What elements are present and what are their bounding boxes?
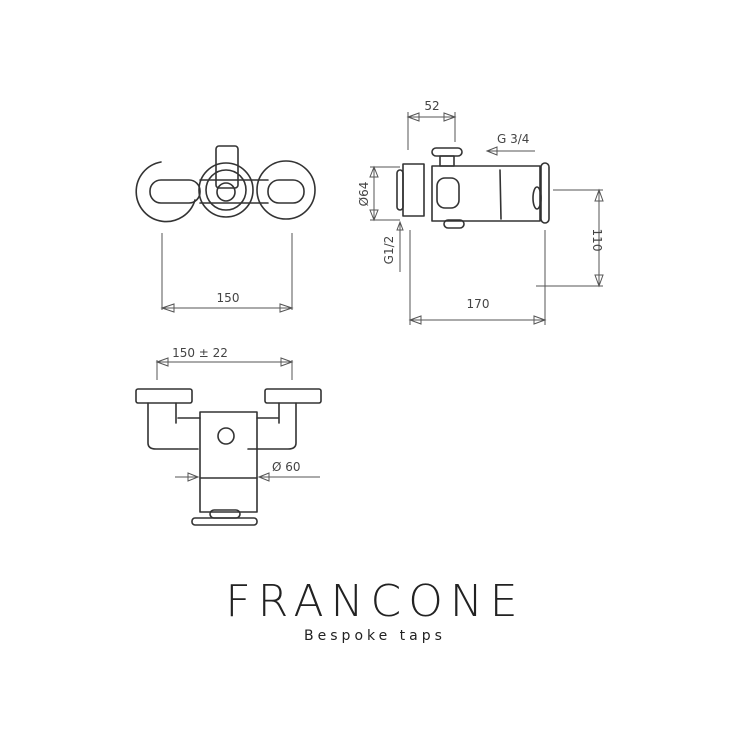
lever-handle [215, 145, 239, 189]
front-view: 150 [135, 145, 316, 313]
center-ring [198, 162, 254, 218]
side-height-label: 110 [590, 229, 604, 252]
side-depth-label: 170 [467, 297, 490, 311]
brand-tagline: Bespoke taps [304, 628, 446, 644]
left-inlet [149, 179, 201, 204]
right-ring [256, 160, 316, 220]
inlet-bottom-label: G1/2 [382, 236, 396, 265]
valve-body [199, 411, 258, 513]
bottom-view: 150 ± 22 Ø 60 [135, 346, 322, 526]
bottom-centers-label: 150 ± 22 [172, 346, 228, 360]
wall-plate [402, 163, 425, 217]
mixer-body [431, 165, 541, 222]
bottom-diameter-label: Ø 60 [272, 460, 301, 474]
side-top-label: 52 [424, 99, 439, 113]
front-width-label: 150 [217, 291, 240, 305]
side-view: 52 G 3/4 Ø64 G1/2 110 170 [357, 99, 604, 325]
left-ring [135, 161, 196, 223]
side-diameter-label: Ø64 [357, 182, 371, 207]
brand-logo: FRANCONE [225, 576, 525, 627]
inlet-top-label: G 3/4 [497, 132, 529, 146]
